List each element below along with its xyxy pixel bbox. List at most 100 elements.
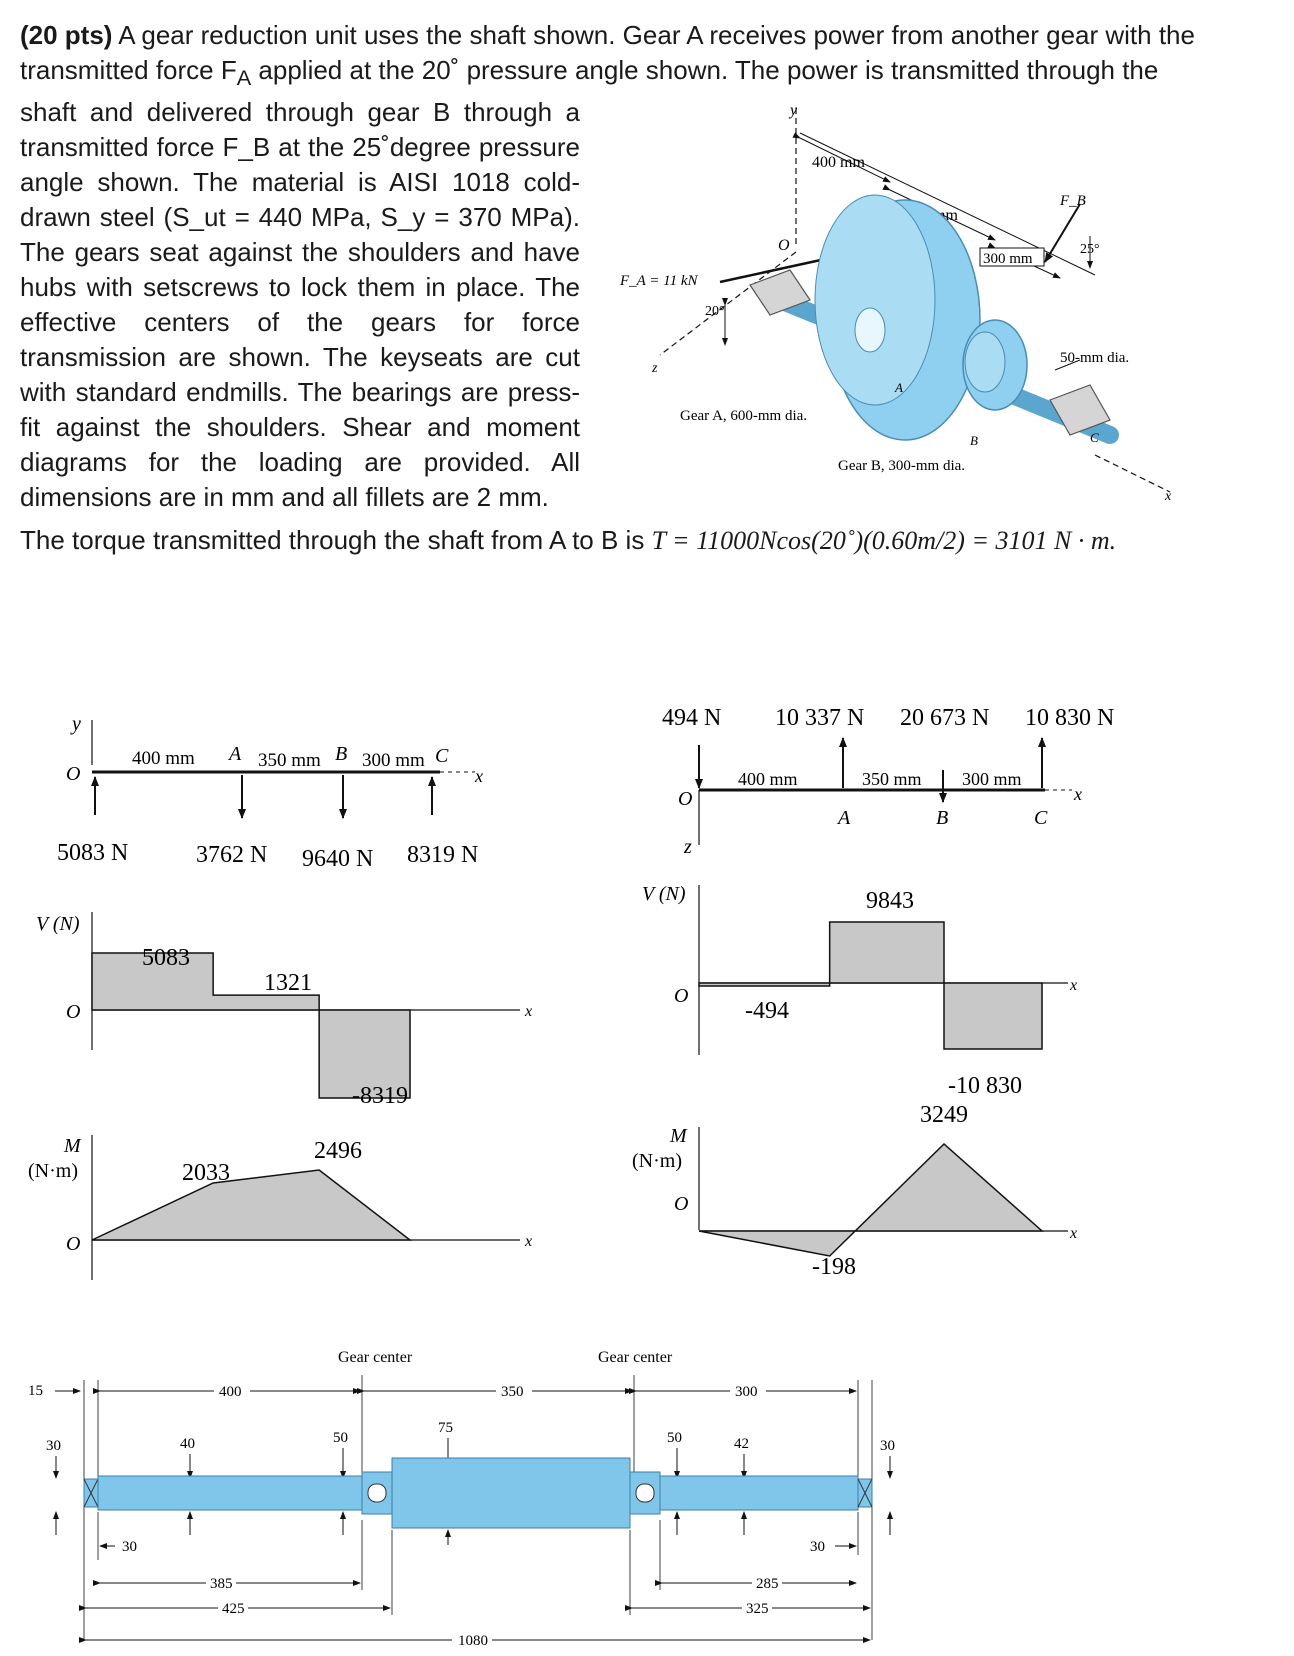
xz-v-origin: O xyxy=(674,985,688,1007)
xz-loading-diagram: 494 N 10 337 N 20 673 N 10 830 N x O z 4… xyxy=(662,705,1114,858)
gear-center-label-1: Gear center xyxy=(338,1349,413,1366)
xz-moment-diagram: M (N·m) O x 3249 -198 xyxy=(632,1102,1077,1280)
dia-75: 75 xyxy=(438,1420,453,1436)
xz-m-units: (N·m) xyxy=(632,1150,682,1172)
dia-40-left: 40 xyxy=(180,1436,195,1452)
xz-v-axis-label: V (N) xyxy=(642,883,686,905)
xy-moment-label-2033: 2033 xyxy=(182,1160,230,1186)
dim-325: 325 xyxy=(746,1601,769,1617)
dim-30-bottom-left: 30 xyxy=(122,1539,137,1555)
xy-m-x-label: x xyxy=(524,1233,532,1250)
xz-dim-400: 400 mm xyxy=(738,769,798,789)
problem-line-2: transmitted force FA applied at the 20˚ … xyxy=(20,55,1159,91)
xy-shear-diagram: V (N) O x 5083 1321 -8319 xyxy=(36,912,532,1109)
xy-moment-label-2496: 2496 xyxy=(314,1138,362,1164)
xz-shear-label-9843: 9843 xyxy=(866,888,914,914)
iso-angle-20: 20° xyxy=(705,304,725,319)
xy-shear-area xyxy=(91,952,411,1099)
xy-v-x-label: x xyxy=(524,1003,532,1020)
xy-loading-diagram: y O x 400 mm A 350 mm B 300 mm C 5083 N … xyxy=(57,713,483,872)
dim-15: 15 xyxy=(28,1383,43,1399)
xz-moment-marks xyxy=(698,1142,1044,1257)
xy-origin-label: O xyxy=(66,763,80,785)
dim-350: 350 xyxy=(501,1384,524,1400)
dia-50-left: 50 xyxy=(333,1430,348,1446)
xz-moment-label-3249: 3249 xyxy=(920,1102,968,1128)
problem-line-7: The gears seat against the shoulders and… xyxy=(20,237,580,268)
xz-shear-label-neg494: -494 xyxy=(745,998,789,1024)
iso-gear-b-caption: Gear B, 300-mm dia. xyxy=(838,458,965,474)
xy-m-label: M xyxy=(63,1135,82,1157)
xz-b-label: B xyxy=(936,807,948,829)
xy-c-label: C xyxy=(435,745,449,767)
xy-x-label: x xyxy=(474,766,483,786)
xz-m-x-label: x xyxy=(1069,1225,1077,1242)
xy-force-A: 3762 N xyxy=(196,842,267,868)
iso-50mm-dia: 50-mm dia. xyxy=(1060,350,1129,366)
xy-shear-marks xyxy=(91,952,411,1099)
xz-shear-area xyxy=(698,921,1043,1050)
iso-c-label: C xyxy=(1090,430,1099,445)
xz-shear-label-neg10830: -10 830 xyxy=(948,1073,1022,1099)
problem-line-12: fit against the shoulders. Shear and mom… xyxy=(20,412,580,443)
iso-b-label: B xyxy=(970,433,978,448)
xz-force-B: 20 673 N xyxy=(900,705,989,731)
dim-300: 300 xyxy=(735,1384,758,1400)
torque-statement: The torque transmitted through the shaft… xyxy=(20,525,1117,555)
iso-a-label: A xyxy=(894,380,903,395)
xy-shear-label-1321: 1321 xyxy=(264,970,312,996)
xy-b-label: B xyxy=(335,743,347,765)
dim-1080: 1080 xyxy=(458,1633,488,1649)
xy-v-origin: O xyxy=(66,1001,80,1023)
xz-x-label: x xyxy=(1073,784,1082,804)
iso-fb-label: F_B xyxy=(1059,193,1086,209)
iso-dim-400: 400 mm xyxy=(812,154,865,171)
xz-moment-label-neg198: -198 xyxy=(812,1254,856,1280)
dim-30-bottom-right: 30 xyxy=(810,1539,825,1555)
xy-v-axis-label: V (N) xyxy=(36,913,80,935)
xz-origin-label: O xyxy=(678,788,692,810)
xy-dim-300: 300 mm xyxy=(362,750,425,771)
xy-reaction-C: 8319 N xyxy=(407,842,478,868)
problem-line-1: (20 pts) A gear reduction unit uses the … xyxy=(20,20,1195,50)
xy-shear-label-5083: 5083 xyxy=(142,945,190,971)
xy-m-units: (N·m) xyxy=(28,1160,78,1182)
iso-y-axis-label: y xyxy=(788,102,798,119)
xy-m-origin: O xyxy=(66,1233,80,1255)
problem-line-4: transmitted force F_B at the 25˚degree p… xyxy=(20,132,580,163)
dim-400: 400 xyxy=(219,1384,242,1400)
problem-line-6: drawn steel (S_ut = 440 MPa, S_y = 370 M… xyxy=(20,202,580,233)
iso-angle-25: 25° xyxy=(1080,242,1100,257)
dim-425: 425 xyxy=(222,1601,245,1617)
xy-moment-area xyxy=(91,1169,413,1241)
xy-reaction-O: 5083 N xyxy=(57,840,128,866)
iso-dim-300: 300 mm xyxy=(983,251,1033,267)
dim-385: 385 xyxy=(210,1576,233,1592)
iso-origin-label: O xyxy=(778,237,790,254)
xz-shear-marks xyxy=(698,921,1043,1050)
shaft-dimension-drawing: Gear center Gear center 15 400 350 300 3… xyxy=(28,1349,895,1649)
iso-z-axis-label: z xyxy=(651,361,658,376)
iso-gear-a-caption: Gear A, 600-mm dia. xyxy=(680,408,807,424)
xy-a-label: A xyxy=(227,743,242,765)
problem-line-14: dimensions are in mm and all fillets are… xyxy=(20,482,549,513)
problem-line-5: angle shown. The material is AISI 1018 c… xyxy=(20,167,580,198)
problem-line-3: shaft and delivered through gear B throu… xyxy=(20,97,580,128)
gear-center-label-2: Gear center xyxy=(598,1349,673,1366)
torque-equation: T = 11000Ncos(20˚)(0.60m/2) = 3101 N · m… xyxy=(651,526,1117,555)
problem-line-9: effective centers of the gears for force xyxy=(20,307,580,338)
xz-m-label: M xyxy=(669,1125,688,1147)
xz-force-A: 10 337 N xyxy=(775,705,864,731)
xz-force-O: 494 N xyxy=(662,705,721,731)
xy-y-label: y xyxy=(70,713,81,735)
iso-x-axis-label: x xyxy=(1164,489,1172,504)
xy-force-B: 9640 N xyxy=(302,846,373,872)
xy-dim-350: 350 mm xyxy=(258,750,321,771)
xz-m-origin: O xyxy=(674,1193,688,1215)
xz-dim-350: 350 mm xyxy=(862,769,922,789)
isometric-shaft-figure: y z x O 400 mm 350 mm 300 mm F_B 25° F_A… xyxy=(619,102,1172,504)
xz-shear-diagram: V (N) O x 9843 -494 -10 830 xyxy=(642,883,1077,1099)
xz-z-label: z xyxy=(683,836,692,858)
dia-30-right: 30 xyxy=(880,1438,895,1454)
